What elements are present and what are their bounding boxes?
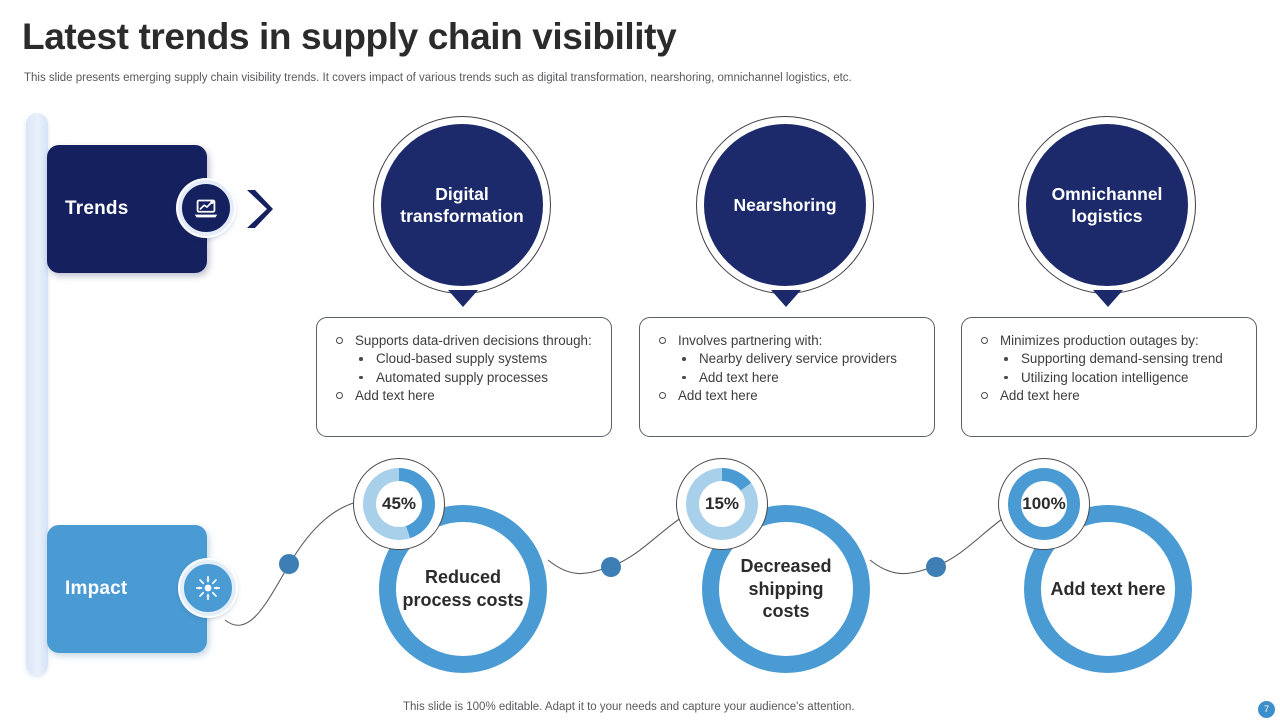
hollow-bullet-icon	[981, 337, 988, 344]
impact-label-text: Impact	[65, 578, 128, 599]
trend-pointer-icon	[1093, 290, 1123, 307]
percent-value: 45%	[381, 494, 417, 513]
list-item: Add text here	[978, 387, 1244, 405]
hollow-bullet-icon	[659, 392, 666, 400]
page-number-badge: 7	[1258, 701, 1275, 718]
trend-detail-box[interactable]: Supports data-driven decisions through: …	[316, 317, 612, 437]
percent-donut[interactable]: 45%	[353, 458, 445, 550]
hollow-bullet-icon	[981, 392, 988, 400]
bullet-text: Add text here	[355, 388, 435, 404]
left-accent-rail	[26, 113, 48, 675]
bullet-text: Add text here	[699, 369, 779, 385]
list-item: Add text here	[678, 369, 922, 387]
impact-label: Add text here	[1050, 578, 1166, 599]
bullet-text: Cloud-based supply systems	[376, 351, 548, 367]
trend-title: Digital transformation	[400, 183, 524, 226]
dot-bullet-icon	[359, 357, 363, 361]
donut-hole	[376, 481, 422, 527]
list-item: Cloud-based supply systems	[355, 350, 599, 368]
trend-title: Nearshoring	[733, 194, 837, 215]
list-item: Supporting demand-sensing trend	[1000, 350, 1244, 368]
dot-bullet-icon	[682, 357, 686, 361]
trends-label-text: Trends	[65, 198, 129, 219]
bullet-text: Minimizes production outages by:	[1000, 333, 1199, 348]
hollow-bullet-icon	[659, 337, 666, 344]
bullet-text: Automated supply processes	[376, 369, 548, 385]
footer-note: This slide is 100% editable. Adapt it to…	[403, 701, 855, 713]
trend-detail-box[interactable]: Involves partnering with: Nearby deliver…	[639, 317, 935, 437]
trend-circle[interactable]: Digital transformation	[373, 116, 551, 294]
list-item: Automated supply processes	[355, 369, 599, 387]
impact-label: Decreased shipping costs	[740, 555, 832, 622]
percent-value: 100%	[1022, 494, 1066, 513]
list-item: Involves partnering with: Nearby deliver…	[656, 332, 922, 387]
list-item: Supports data-driven decisions through: …	[333, 332, 599, 387]
percent-donut[interactable]: 15%	[676, 458, 768, 550]
page-subtitle: This slide presents emerging supply chai…	[24, 72, 852, 84]
impact-burst-icon	[180, 560, 236, 616]
bullet-text: Supports data-driven decisions through:	[355, 333, 592, 348]
trends-label-flag[interactable]: Trends	[47, 145, 207, 273]
dot-bullet-icon	[682, 375, 686, 380]
bullet-text: Add text here	[678, 388, 758, 404]
hollow-bullet-icon	[336, 392, 343, 400]
percent-value: 15%	[704, 494, 740, 513]
donut-hole	[699, 481, 745, 527]
bullet-text: Add text here	[1000, 388, 1080, 404]
donut-hole	[1021, 481, 1067, 527]
list-item: Add text here	[656, 387, 922, 405]
dot-bullet-icon	[1004, 357, 1008, 361]
list-item: Nearby delivery service providers	[678, 350, 922, 368]
hollow-bullet-icon	[336, 337, 343, 344]
list-item: Utilizing location intelligence	[1000, 369, 1244, 387]
trend-circle[interactable]: Nearshoring	[696, 116, 874, 294]
dot-bullet-icon	[359, 375, 363, 380]
page-title: Latest trends in supply chain visibility	[22, 16, 677, 57]
trend-pointer-icon	[448, 290, 478, 307]
bullet-text: Supporting demand-sensing trend	[1021, 351, 1223, 367]
percent-donut[interactable]: 100%	[998, 458, 1090, 550]
trend-pointer-icon	[771, 290, 801, 307]
bullet-text: Utilizing location intelligence	[1021, 369, 1189, 385]
impact-label: Reduced process costs	[402, 567, 524, 610]
chevron-right-icon	[247, 190, 273, 228]
laptop-chart-icon	[178, 180, 234, 236]
trend-circle[interactable]: Omnichannel logistics	[1018, 116, 1196, 294]
list-item: Add text here	[333, 387, 599, 405]
list-item: Minimizes production outages by: Support…	[978, 332, 1244, 387]
bullet-text: Nearby delivery service providers	[699, 351, 897, 367]
bullet-text: Involves partnering with:	[678, 333, 823, 348]
trend-title: Omnichannel logistics	[1051, 183, 1163, 226]
trend-detail-box[interactable]: Minimizes production outages by: Support…	[961, 317, 1257, 437]
dot-bullet-icon	[1004, 375, 1008, 380]
